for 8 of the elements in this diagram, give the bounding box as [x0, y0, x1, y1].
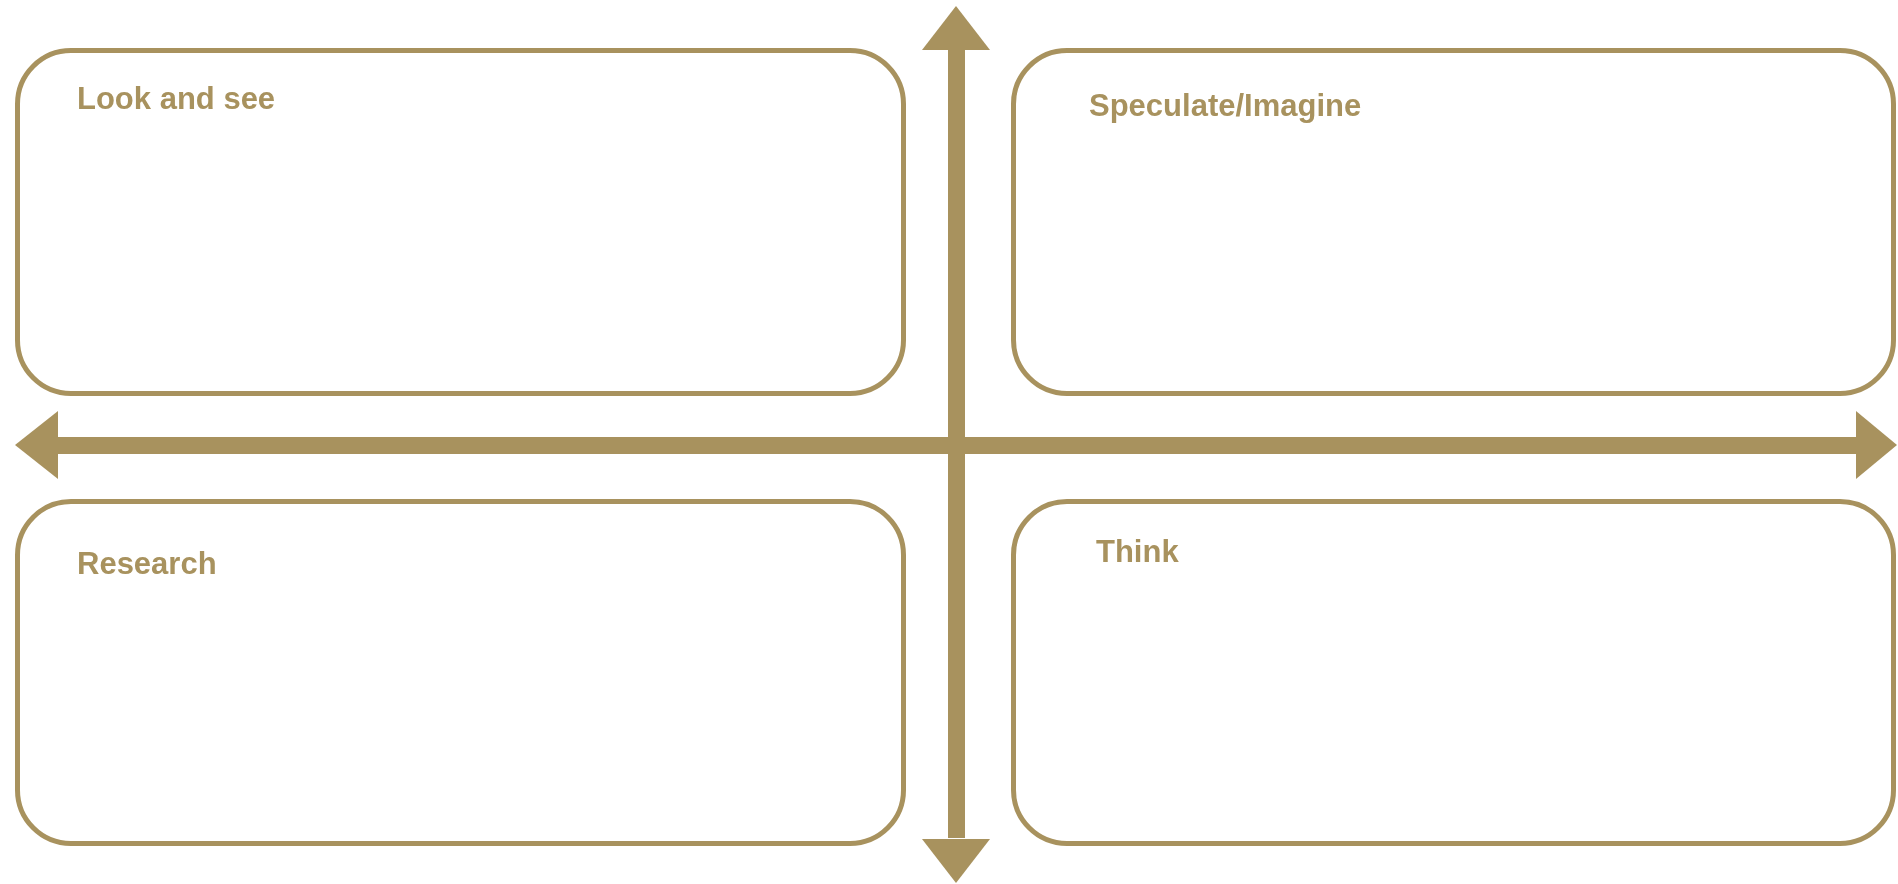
quadrant-heading: Research — [77, 546, 217, 582]
quadrant-box — [1011, 48, 1896, 396]
quadrant-heading: Speculate/Imagine — [1089, 88, 1362, 124]
quadrant-box — [15, 499, 906, 846]
quadrant-box — [15, 48, 906, 396]
quadrant-heading: Think — [1096, 534, 1179, 570]
quadrant-heading: Look and see — [77, 81, 276, 117]
quadrant-box — [1011, 499, 1896, 846]
